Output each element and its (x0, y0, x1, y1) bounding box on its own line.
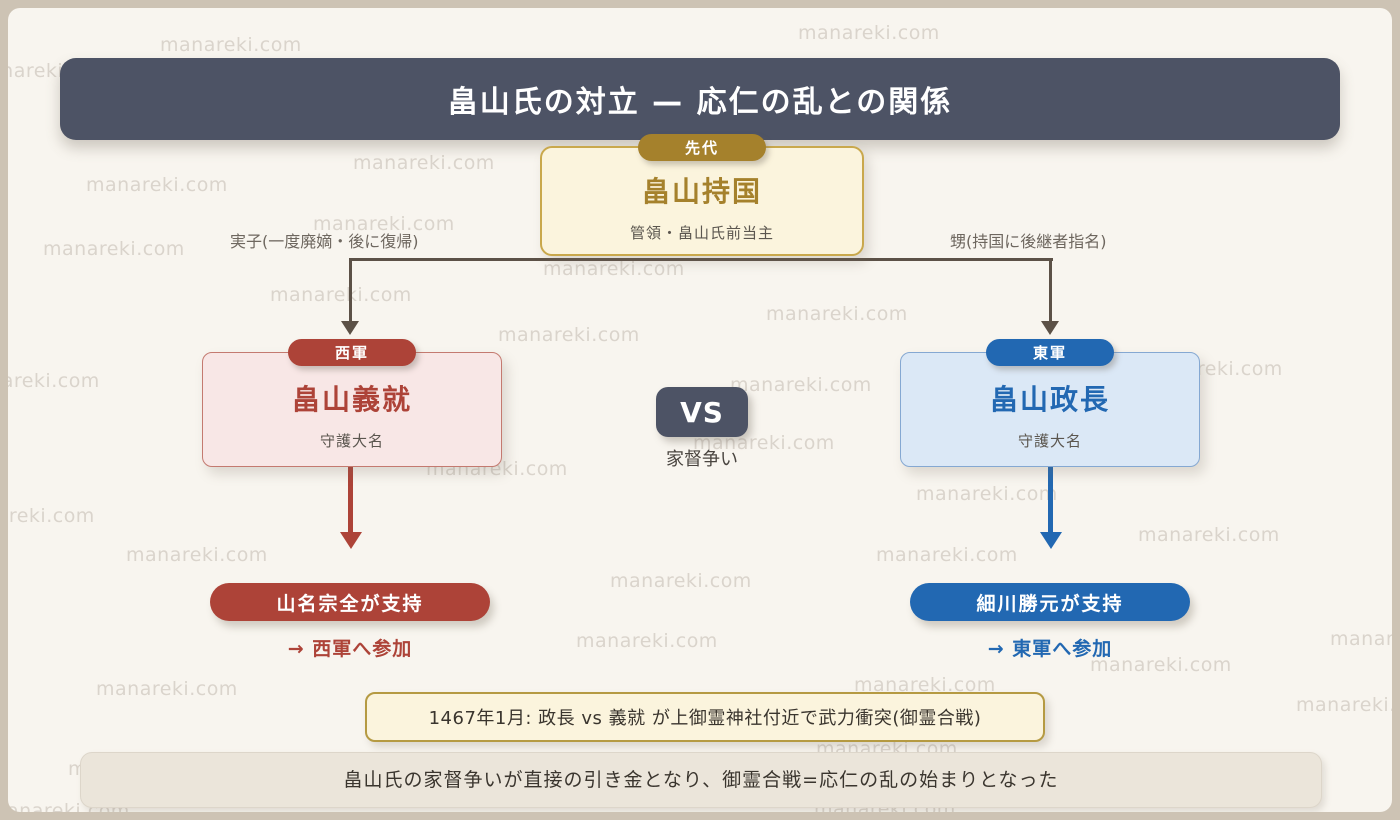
watermark: manareki.com (498, 324, 640, 346)
watermark: manareki.com (876, 544, 1018, 566)
watermark: manareki.com (610, 570, 752, 592)
east-join-text: → 東軍へ参加 (987, 638, 1113, 660)
watermark: manareki.com (576, 630, 718, 652)
predecessor-card: 先代 畠山持国 管領・畠山氏前当主 (540, 134, 864, 256)
east-army-badge: 東軍 (986, 339, 1114, 366)
watermark: manareki.com (730, 374, 872, 396)
watermark: manareki.com (916, 483, 1058, 505)
west-role: 守護大名 (319, 432, 384, 450)
versus-badge: VS (656, 387, 748, 437)
east-name: 畠山政長 (989, 383, 1110, 416)
watermark: manareki.com (270, 284, 412, 306)
diagram-canvas: manareki.com manareki.com manareki.com mana… (8, 8, 1392, 812)
watermark: manareki.com (8, 505, 95, 527)
watermark: manareki.com (798, 22, 940, 44)
east-supporter-pill: 細川勝元が支持 (910, 583, 1190, 621)
arrow-down-icon (341, 321, 359, 335)
watermark: manareki.com (86, 174, 228, 196)
connector-left-vertical-line (349, 258, 352, 322)
diagram-title-bar: 畠山氏の対立 — 応仁の乱との関係 (60, 58, 1340, 140)
relation-label-east: 甥(持国に後継者指名) (950, 232, 1107, 251)
watermark: manareki.com (126, 544, 268, 566)
diagram-title: 畠山氏の対立 — 応仁の乱との関係 (447, 85, 953, 120)
watermark: manareki.com (353, 152, 495, 174)
predecessor-role: 管領・畠山氏前当主 (629, 223, 774, 242)
connector-horizontal-line (350, 258, 1053, 261)
west-name: 畠山義就 (291, 383, 412, 416)
west-supporter-pill: 山名宗全が支持 (210, 583, 490, 621)
event-box: 1467年1月: 政長 vs 義就 が上御霊神社付近で武力衝突(御霊合戦) (365, 692, 1045, 742)
predecessor-name: 畠山持国 (641, 174, 762, 208)
watermark: manareki.com (1330, 628, 1392, 650)
watermark: manareki.com (766, 303, 908, 325)
predecessor-badge: 先代 (638, 134, 766, 161)
east-arrow-down-icon (1040, 532, 1062, 549)
west-join-text: → 西軍へ参加 (287, 638, 413, 660)
watermark: manareki.com (1138, 524, 1280, 546)
watermark: manareki.com (160, 34, 302, 56)
west-army-badge: 西軍 (288, 339, 416, 366)
arrow-down-icon (1041, 321, 1059, 335)
watermark: manareki.com (96, 678, 238, 700)
west-support-arrow-line (348, 466, 353, 533)
versus-caption: 家督争い (666, 449, 738, 470)
watermark: manareki.com (8, 370, 100, 392)
west-arrow-down-icon (340, 532, 362, 549)
watermark: manareki.com (543, 258, 685, 280)
conclusion-box: 畠山氏の家督争いが直接の引き金となり、御霊合戦=応仁の乱の始まりとなった (80, 752, 1322, 808)
east-card: 東軍 畠山政長 守護大名 (900, 339, 1200, 467)
east-support-arrow-line (1048, 466, 1053, 533)
event-text: 1467年1月: 政長 vs 義就 が上御霊神社付近で武力衝突(御霊合戦) (428, 708, 982, 729)
west-card: 西軍 畠山義就 守護大名 (202, 339, 502, 467)
conclusion-text: 畠山氏の家督争いが直接の引き金となり、御霊合戦=応仁の乱の始まりとなった (343, 769, 1059, 791)
watermark: manareki.com (1296, 694, 1392, 716)
watermark: manareki.com (43, 238, 185, 260)
relation-label-west: 実子(一度廃嫡・後に復帰) (230, 232, 419, 251)
east-role: 守護大名 (1017, 432, 1082, 450)
versus-label: VS (680, 395, 724, 429)
connector-right-vertical-line (1049, 258, 1052, 322)
